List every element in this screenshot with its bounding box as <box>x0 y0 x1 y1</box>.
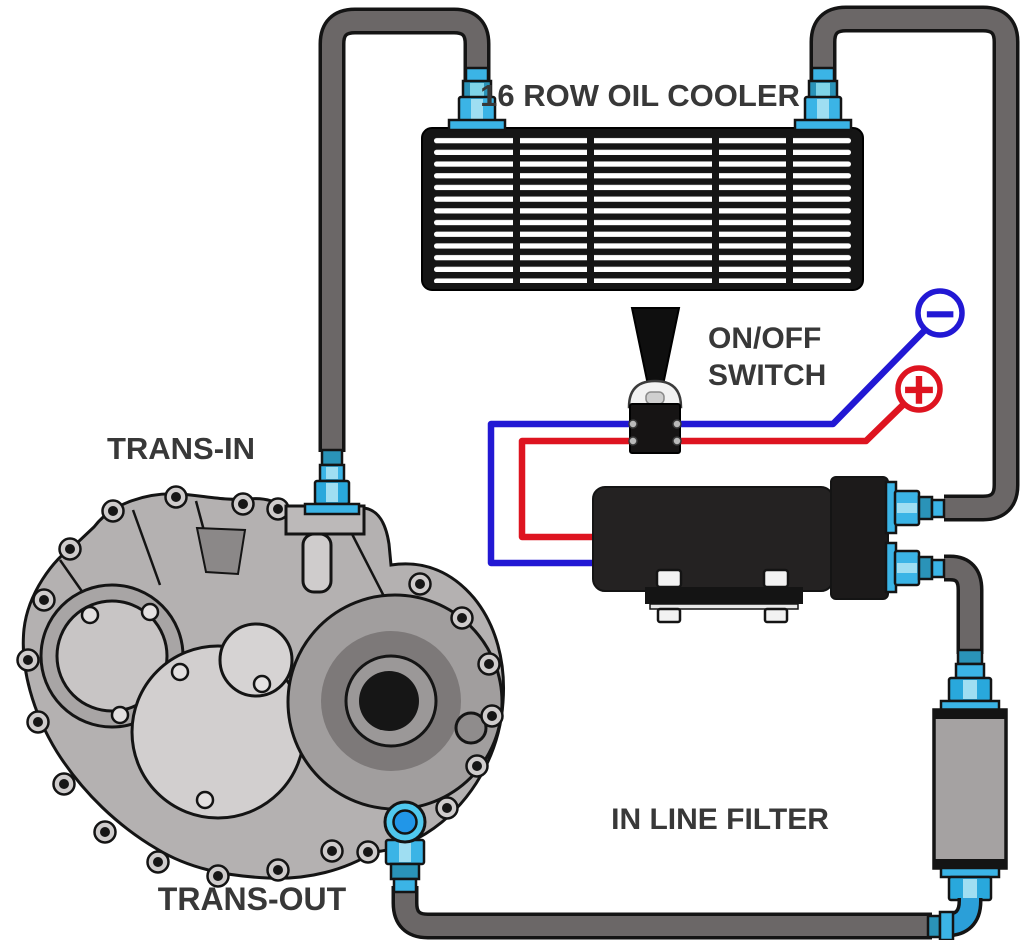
switch-label: ON/OFF SWITCH <box>708 320 826 394</box>
switch-terminals <box>628 419 682 446</box>
bolt-heads <box>16 485 504 888</box>
filter-top-fitting <box>939 648 1001 712</box>
battery-terminal-negative: − <box>915 288 965 338</box>
negative-circle <box>915 288 965 338</box>
negative-icon: − <box>923 291 957 337</box>
wire-positive-to-terminal <box>675 398 910 445</box>
cooler-to-pump-hose <box>809 5 1020 522</box>
filter-bottom-fitting <box>939 866 1001 902</box>
transmission <box>16 485 505 888</box>
switch-label-line2: SWITCH <box>708 359 827 392</box>
positive-circle <box>895 365 943 413</box>
battery-terminal-positive: + <box>895 363 943 414</box>
oil-cooler <box>421 66 864 291</box>
output-shaft-bore <box>359 671 419 731</box>
positive-icon: + <box>901 364 936 413</box>
pump-to-filter-hose <box>944 554 984 654</box>
trans-out-to-filter-hose <box>391 886 932 940</box>
toggle-switch <box>627 307 683 454</box>
pump-body <box>592 486 834 592</box>
inline-filter-label: IN LINE FILTER <box>611 803 829 836</box>
switch-body <box>629 403 681 454</box>
trans-out-label: TRANS-OUT <box>157 881 347 917</box>
wiring <box>487 327 928 567</box>
wire-negative-to-terminal <box>675 327 928 428</box>
pump-bottom-fitting <box>884 541 946 594</box>
wire-negative-to-pump <box>487 420 635 567</box>
hose-end-fitting <box>926 910 955 940</box>
cooler-left-fitting <box>447 66 507 132</box>
switch-lever <box>630 307 681 386</box>
transmission-top-wedge <box>195 526 247 576</box>
pump-end-cap <box>830 476 889 600</box>
cooler-to-trans-in-hose <box>318 7 491 452</box>
oil-cooler-label: 16 ROW OIL COOLER <box>480 78 800 113</box>
inline-filter <box>926 648 1008 940</box>
pump-top-fitting <box>884 480 946 535</box>
trans-in-fitting <box>303 448 361 516</box>
filter-body <box>932 708 1008 870</box>
oil-cooler-fins <box>432 135 853 283</box>
cooler-right-fitting <box>793 66 853 132</box>
switch-label-line1: ON/OFF <box>708 322 822 355</box>
trans-in-label: TRANS-IN <box>106 431 256 466</box>
oil-pump <box>592 476 946 624</box>
wire-positive-to-pump <box>518 437 635 541</box>
dipstick-tube <box>301 532 333 594</box>
trans-out-fitting <box>383 800 427 894</box>
pump-mount-bracket <box>645 568 803 624</box>
